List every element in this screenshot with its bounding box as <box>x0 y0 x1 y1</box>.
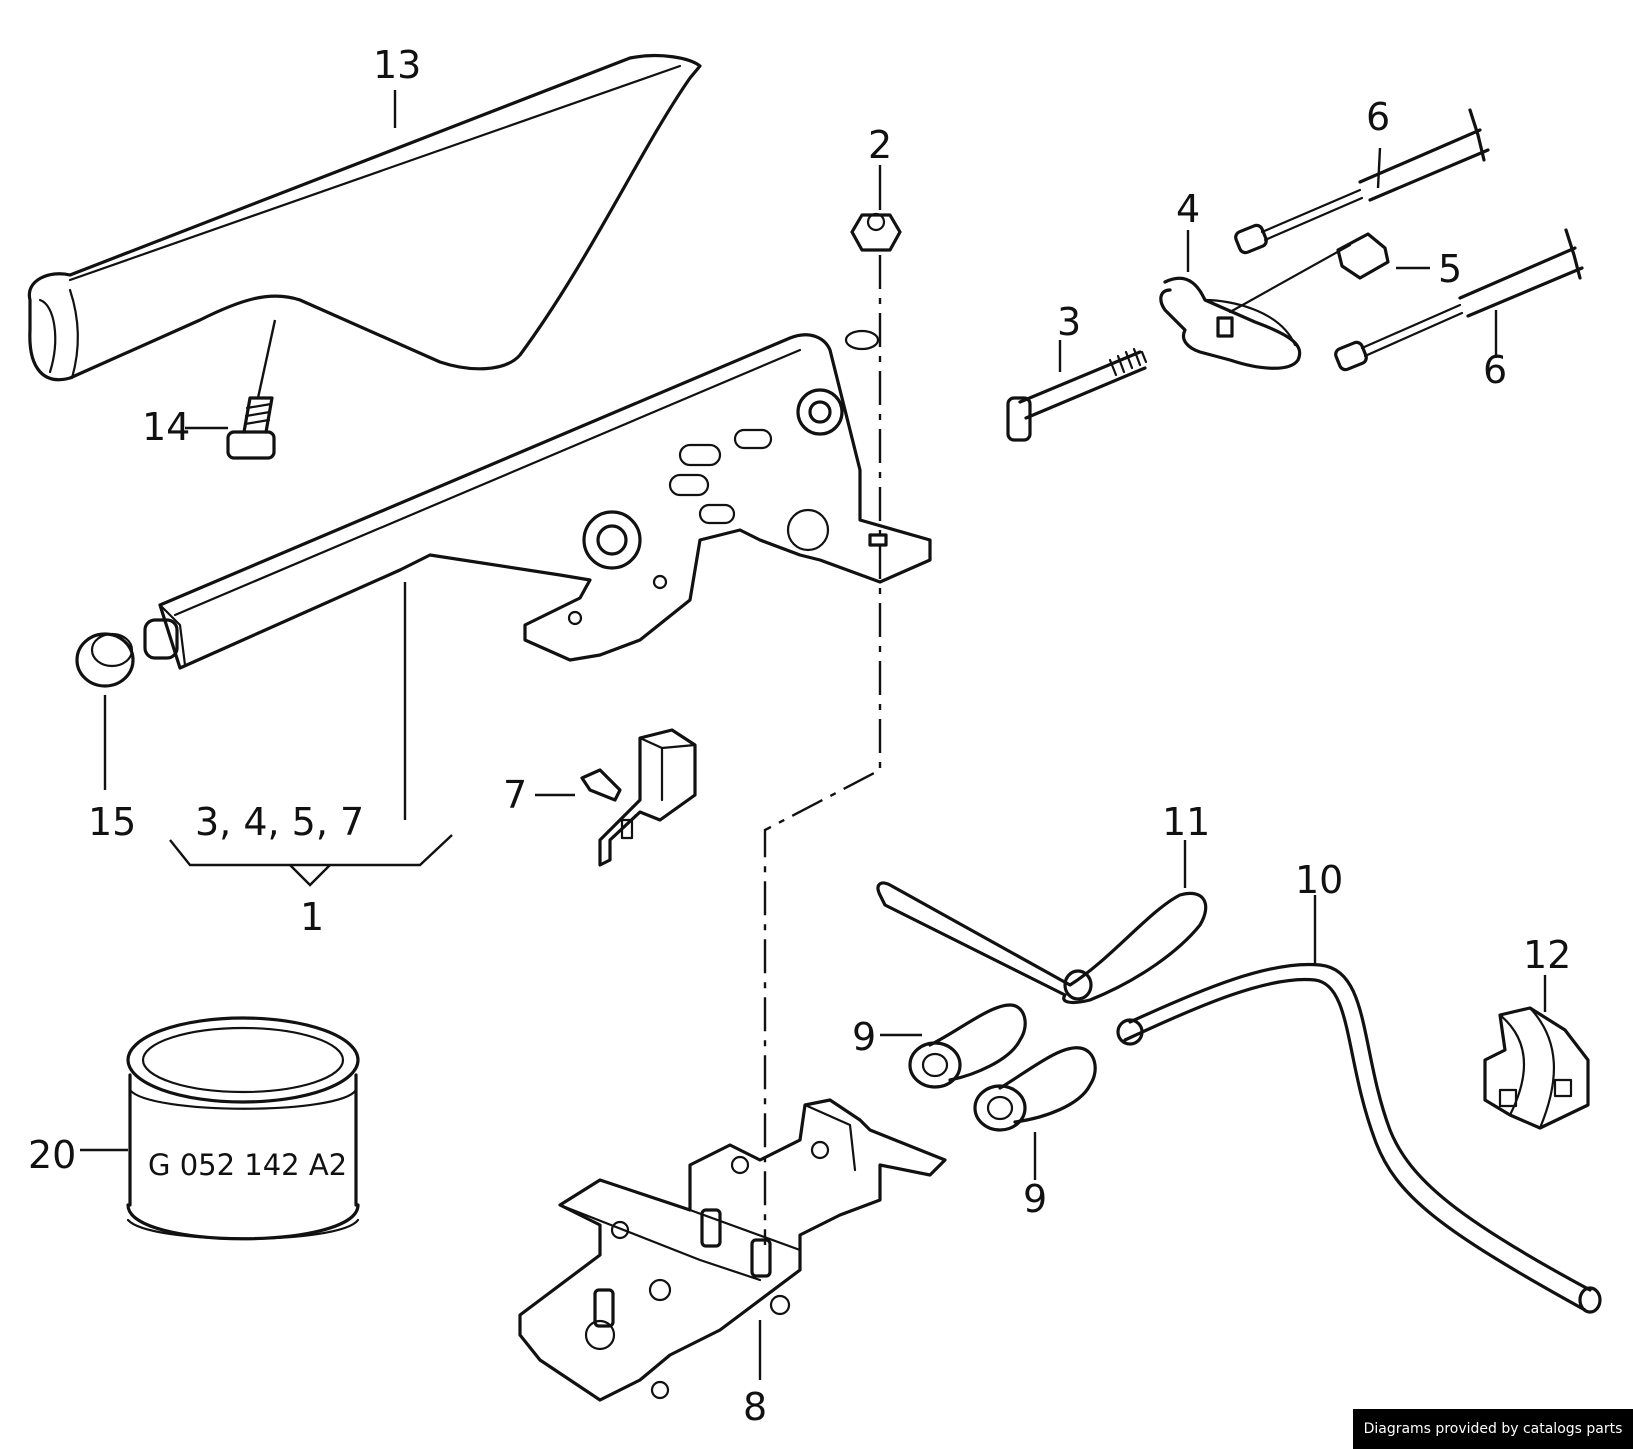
pipe-clip <box>1483 1006 1590 1130</box>
leader-lines <box>80 90 1547 1380</box>
callout-6-upper: 6 <box>1366 95 1390 139</box>
handle-grip-cover <box>27 54 702 382</box>
vent-pipe-long <box>1116 962 1602 1314</box>
grease-tin: G 052 142 A2 <box>126 1016 360 1241</box>
grommet-upper <box>908 1003 1027 1089</box>
coupling-nut <box>1336 232 1390 280</box>
callout-4: 4 <box>1176 187 1200 231</box>
grommet-lower <box>973 1046 1097 1132</box>
callout-12: 12 <box>1523 933 1571 977</box>
brake-switch <box>580 728 697 867</box>
watermark: Diagrams provided by catalogs parts <box>1353 1409 1633 1449</box>
callout-11: 11 <box>1162 800 1210 844</box>
callout-group: 3, 4, 5, 7 <box>195 800 364 844</box>
end-cap <box>75 632 135 688</box>
callout-1: 1 <box>300 895 324 939</box>
mounting-bracket <box>518 1098 947 1402</box>
brake-cable-lower <box>1334 228 1584 372</box>
callout-9-lower: 9 <box>1023 1177 1047 1221</box>
callout-13: 13 <box>373 43 421 87</box>
callout-7: 7 <box>503 773 527 817</box>
nut <box>850 212 902 252</box>
callout-20: 20 <box>28 1133 76 1177</box>
callout-8: 8 <box>743 1385 767 1429</box>
adjusting-bolt <box>1006 347 1148 442</box>
handbrake-lever <box>143 329 932 670</box>
callout-14: 14 <box>142 405 190 449</box>
callout-15: 15 <box>88 800 136 844</box>
grease-tin-code: G 052 142 A2 <box>148 1148 347 1182</box>
bolt <box>226 396 276 460</box>
callout-3: 3 <box>1057 300 1081 344</box>
callout-5: 5 <box>1438 247 1462 291</box>
vent-pipe-short <box>876 881 1208 1005</box>
callout-9-upper: 9 <box>852 1015 876 1059</box>
callout-10: 10 <box>1295 858 1343 902</box>
cable-equaliser <box>1159 243 1352 370</box>
brake-cable-upper <box>1234 108 1490 255</box>
callout-2: 2 <box>868 123 892 167</box>
callout-6-lower: 6 <box>1483 348 1507 392</box>
